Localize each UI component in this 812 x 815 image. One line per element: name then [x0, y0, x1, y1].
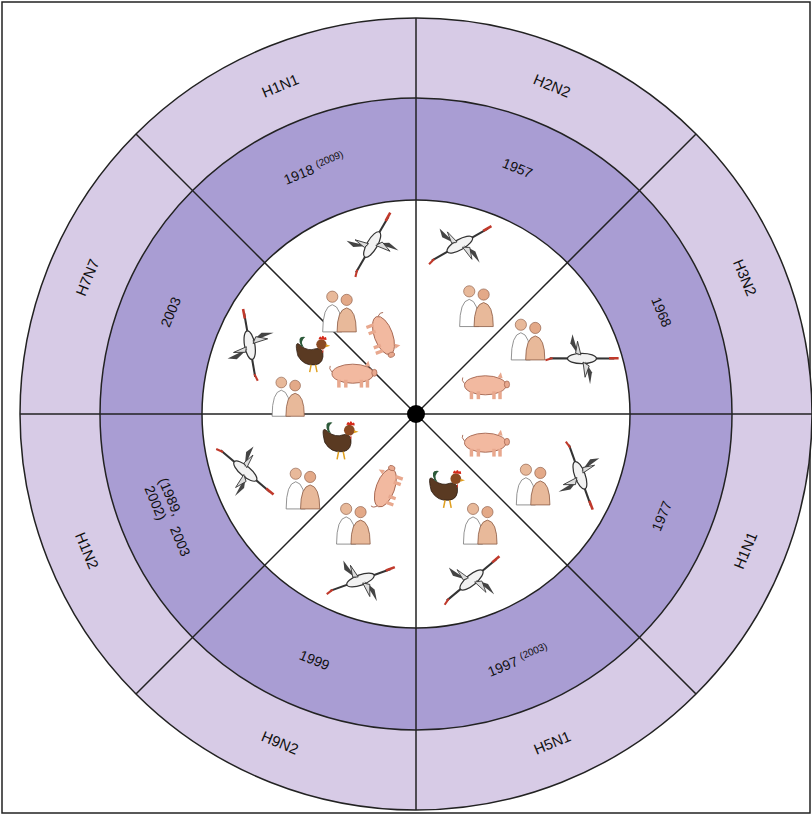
pig-icon: [462, 430, 509, 457]
sector-divider: [136, 134, 416, 414]
bird-icon: [327, 548, 395, 612]
humans-icon: [460, 286, 494, 327]
pig-icon: [330, 361, 377, 388]
humans-icon: [511, 319, 545, 360]
year-label: 2003: [167, 523, 194, 558]
humans-icon: [286, 468, 320, 509]
chicken-icon: [323, 421, 358, 459]
sector-divider: [416, 134, 696, 414]
pig-icon: [363, 310, 403, 362]
sector-divider: [415, 18, 417, 414]
bird-icon: [339, 213, 407, 277]
bird-icon: [545, 323, 618, 395]
humans-icon: [272, 377, 304, 416]
bird-icon: [547, 442, 611, 510]
pig-icon: [366, 462, 406, 514]
humans-icon: [323, 291, 357, 332]
bird-icon: [445, 556, 500, 605]
sector-divider: [136, 414, 416, 694]
humans-icon: [516, 464, 550, 505]
humans-icon: [463, 503, 497, 544]
bird-icon: [216, 441, 273, 503]
sector-divider: [416, 413, 812, 415]
humans-icon: [337, 503, 371, 544]
bird-icon: [429, 217, 491, 274]
chicken-icon: [430, 470, 465, 508]
pig-icon: [462, 372, 509, 399]
chicken-icon: [296, 336, 330, 372]
sector-divider: [20, 413, 416, 415]
bird-icon: [216, 309, 285, 381]
sector-divider: [416, 414, 696, 694]
sector-divider: [415, 414, 417, 810]
